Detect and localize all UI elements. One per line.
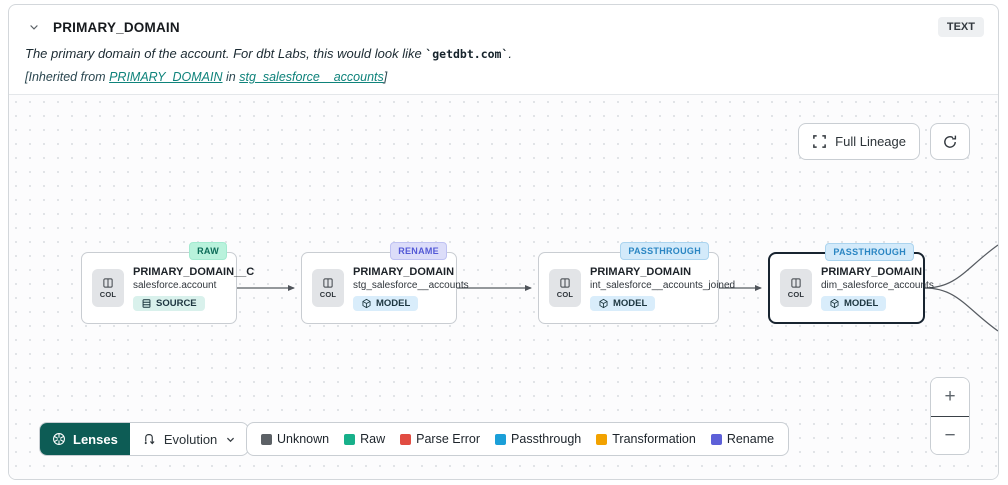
legend-item-rename: Rename <box>710 432 774 446</box>
inherited-note: [Inherited from PRIMARY_DOMAIN in stg_sa… <box>25 70 984 84</box>
collapse-button[interactable] <box>25 18 43 36</box>
description-text: The primary domain of the account. For d… <box>25 46 426 61</box>
node-subtitle: salesforce.account <box>133 279 217 291</box>
status-badge: RENAME <box>390 242 447 260</box>
resource-type-badge: SOURCE <box>133 295 205 311</box>
column-chip: COL <box>549 269 581 307</box>
lens-legend: Unknown Raw Parse Error Passthrough Tran… <box>246 422 790 456</box>
expand-icon <box>813 135 827 148</box>
column-description: The primary domain of the account. For d… <box>25 46 984 61</box>
node-title: PRIMARY_DOMAIN <box>590 265 692 278</box>
node-subtitle: dim_salesforce_accounts <box>821 279 934 291</box>
legend-swatch <box>344 433 356 445</box>
lineage-node-staging[interactable]: RENAME COL PRIMARY_DOMAIN stg_salesforce… <box>301 242 469 324</box>
column-chip: COL <box>92 269 124 307</box>
node-title: PRIMARY_DOMAIN__C <box>133 265 255 278</box>
lenses-button[interactable]: Lenses <box>40 423 130 455</box>
status-badge: RAW <box>189 242 227 260</box>
legend-swatch <box>495 433 507 445</box>
refresh-icon <box>944 135 957 148</box>
column-icon <box>323 278 333 288</box>
column-header: PRIMARY_DOMAIN TEXT The primary domain o… <box>9 5 998 94</box>
inherited-suffix: ] <box>383 70 388 84</box>
node-title: PRIMARY_DOMAIN <box>821 265 923 278</box>
column-icon <box>103 278 113 288</box>
full-lineage-button[interactable]: Full Lineage <box>798 123 920 160</box>
evolution-icon <box>144 434 155 445</box>
legend-swatch <box>596 433 608 445</box>
lens-selected-value: Evolution <box>163 431 218 447</box>
chevron-down-icon <box>227 437 235 442</box>
lenses-label: Lenses <box>73 431 118 447</box>
zoom-in-button[interactable]: + <box>931 378 969 416</box>
legend-item-transformation: Transformation <box>596 432 696 446</box>
legend-swatch <box>710 433 722 445</box>
lens-dropdown[interactable]: Evolution <box>130 423 248 455</box>
inherited-column-link[interactable]: PRIMARY_DOMAIN <box>109 70 223 84</box>
status-badge: PASSTHROUGH <box>620 242 709 260</box>
col-label: COL <box>319 290 337 299</box>
source-icon <box>142 298 151 308</box>
model-icon <box>362 298 371 308</box>
node-subtitle: stg_salesforce__accounts <box>353 279 469 291</box>
column-chip: COL <box>780 269 812 307</box>
col-label: COL <box>787 290 805 299</box>
node-subtitle: int_salesforce__accounts_joined <box>590 279 736 291</box>
legend-item-passthrough: Passthrough <box>495 432 581 446</box>
description-code: `getdbt.com` <box>425 47 509 61</box>
column-lineage-panel: PRIMARY_DOMAIN TEXT The primary domain o… <box>8 4 999 480</box>
zoom-out-button[interactable]: − <box>931 416 969 454</box>
resource-type-badge: MODEL <box>353 295 419 311</box>
lineage-canvas[interactable]: Full Lineage RAW COL PRIMARY_DOMAIN__C s… <box>9 94 998 479</box>
chevron-down-icon <box>30 25 38 30</box>
col-label: COL <box>556 290 574 299</box>
resource-type-badge: MODEL <box>590 295 656 311</box>
node-title: PRIMARY_DOMAIN <box>353 265 455 278</box>
description-suffix: . <box>508 46 513 61</box>
model-icon <box>599 298 608 308</box>
legend-swatch <box>261 433 272 445</box>
resource-type-badge: MODEL <box>821 295 887 311</box>
legend-item-parse-error: Parse Error <box>400 432 480 446</box>
lineage-edges <box>237 244 998 332</box>
lens-aperture-icon <box>53 433 65 445</box>
model-icon <box>830 298 839 308</box>
lenses-control: Lenses Evolution <box>39 422 250 456</box>
status-badge: PASSTHROUGH <box>825 243 914 261</box>
inherited-prefix: [Inherited from <box>25 70 110 84</box>
refresh-button[interactable] <box>930 123 970 160</box>
column-icon <box>560 278 570 288</box>
column-type-badge: TEXT <box>937 17 984 37</box>
full-lineage-label: Full Lineage <box>835 134 906 149</box>
lineage-node-source[interactable]: RAW COL PRIMARY_DOMAIN__C salesforce.acc… <box>81 242 254 324</box>
column-icon <box>791 278 801 288</box>
legend-item-raw: Raw <box>344 432 385 446</box>
legend-swatch <box>400 433 412 445</box>
inherited-middle: in <box>222 70 240 84</box>
inherited-model-link[interactable]: stg_salesforce__accounts <box>239 70 384 84</box>
lineage-node-intermediate[interactable]: PASSTHROUGH COL PRIMARY_DOMAIN int_sales… <box>538 242 735 324</box>
legend-item-unknown: Unknown <box>261 432 329 446</box>
zoom-controls: + − <box>930 377 970 455</box>
lineage-node-dim-selected[interactable]: PASSTHROUGH COL PRIMARY_DOMAIN dim_sales… <box>768 243 934 324</box>
col-label: COL <box>99 290 117 299</box>
column-chip: COL <box>312 269 344 307</box>
page-title: PRIMARY_DOMAIN <box>53 19 180 35</box>
